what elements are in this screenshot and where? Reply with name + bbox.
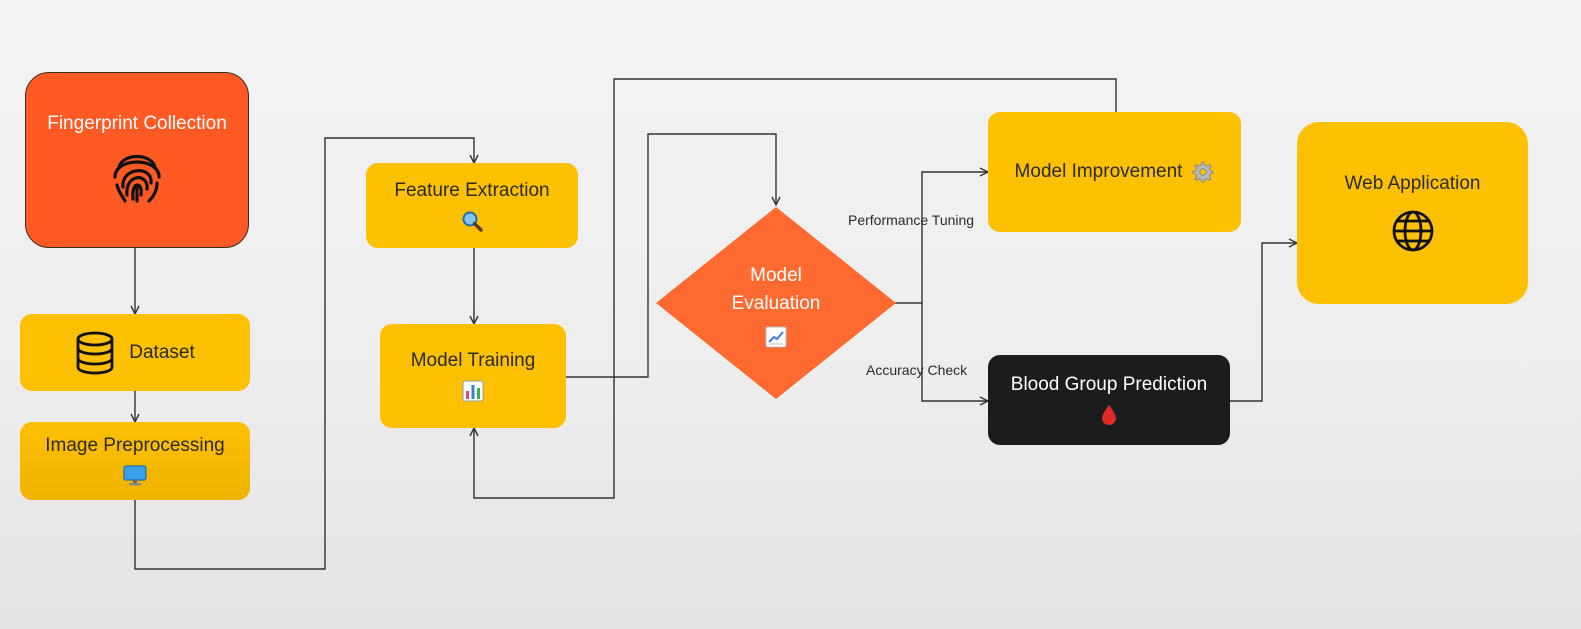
blood-group-prediction-label: Blood Group Prediction bbox=[1010, 374, 1208, 395]
model-evaluation-label-line2: Evaluation bbox=[731, 293, 821, 314]
edge-improvement-to-training bbox=[474, 78, 1117, 499]
line-chart-icon bbox=[765, 326, 787, 348]
fingerprint-collection-node[interactable]: Fingerprint Collection bbox=[25, 72, 249, 248]
dataset-label: Dataset bbox=[129, 341, 195, 363]
model-training-node[interactable]: Model Training bbox=[380, 324, 566, 428]
image-preprocessing-node[interactable]: Image Preprocessing bbox=[20, 422, 250, 500]
bar-chart-icon bbox=[462, 380, 484, 402]
performance-tuning-label: Performance Tuning bbox=[848, 212, 975, 228]
model-improvement-node[interactable]: Model Improvement bbox=[988, 112, 1241, 232]
model-evaluation-diamond[interactable] bbox=[656, 207, 896, 399]
web-application-node[interactable]: Web Application bbox=[1297, 122, 1528, 304]
database-icon bbox=[76, 331, 114, 374]
feature-extraction-node[interactable]: Feature Extraction bbox=[366, 163, 578, 248]
globe-icon bbox=[1392, 210, 1433, 252]
blood-drop-icon bbox=[1102, 405, 1116, 425]
blood-group-prediction-node[interactable]: Blood Group Prediction bbox=[988, 355, 1230, 445]
monitor-icon bbox=[123, 465, 147, 486]
edge-training-to-evaluation bbox=[566, 133, 776, 378]
magnifier-icon bbox=[462, 211, 483, 232]
model-improvement-label: Model Improvement bbox=[1014, 161, 1183, 182]
edge-evaluation-to-prediction bbox=[921, 303, 988, 401]
model-evaluation-label-line1: Model bbox=[750, 265, 802, 286]
image-preprocessing-label: Image Preprocessing bbox=[45, 435, 225, 456]
fingerprint-collection-label: Fingerprint Collection bbox=[47, 113, 227, 134]
edge-prediction-to-webapp bbox=[1230, 243, 1297, 402]
fingerprint-icon bbox=[113, 154, 161, 203]
accuracy-check-label: Accuracy Check bbox=[866, 362, 968, 378]
gear-icon bbox=[1192, 161, 1214, 183]
dataset-node[interactable]: Dataset bbox=[20, 314, 250, 391]
edge-evaluation-to-improvement bbox=[895, 172, 988, 304]
feature-extraction-label: Feature Extraction bbox=[394, 179, 550, 201]
model-evaluation-text: Model Evaluation bbox=[676, 262, 876, 348]
web-application-label: Web Application bbox=[1344, 173, 1481, 194]
model-training-label: Model Training bbox=[410, 350, 536, 371]
edge-preprocessing-to-feature bbox=[134, 137, 474, 570]
